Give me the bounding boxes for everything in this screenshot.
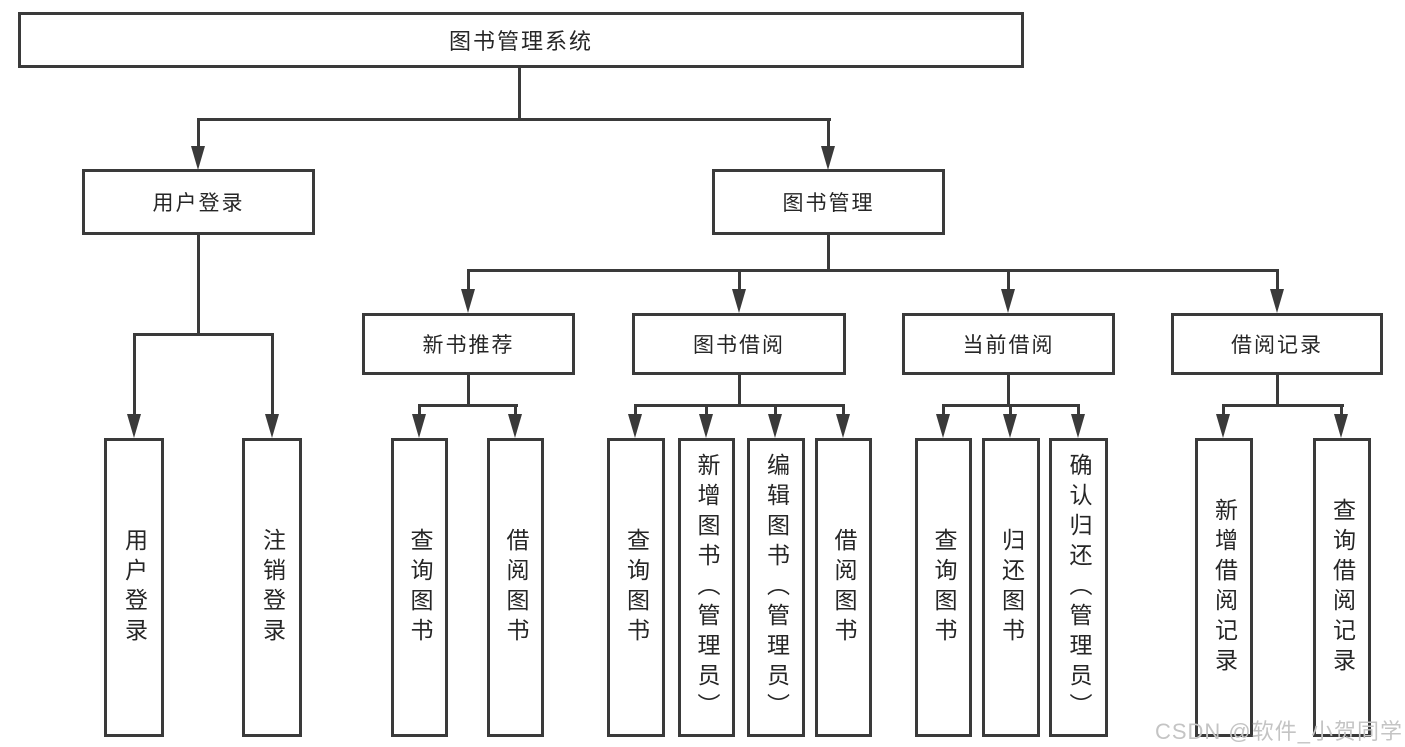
arrow-down-icon	[1071, 414, 1085, 438]
leaf-label: 借阅图书	[831, 527, 857, 648]
connector-line	[467, 269, 1279, 272]
leaf-label: 编辑图书（管理员）	[763, 452, 790, 723]
csdn-watermark: CSDN @软件_小贺同学	[1154, 719, 1403, 744]
connector-line	[738, 375, 741, 407]
node-book-management: 图书管理	[712, 169, 945, 235]
connector-line	[133, 333, 136, 417]
connector-line	[942, 404, 945, 416]
connector-line	[418, 404, 421, 416]
node-borrowing-records: 借阅记录	[1171, 313, 1383, 375]
leaf-return-books: 归还图书	[982, 438, 1040, 737]
connector-line	[467, 269, 470, 291]
leaf-query-books-borrow: 查询图书	[607, 438, 665, 737]
connector-line	[514, 404, 517, 416]
leaf-label: 用户登录	[121, 527, 148, 648]
node-book-borrowing: 图书借阅	[632, 313, 846, 375]
connector-line	[827, 118, 830, 148]
connector-line	[1222, 404, 1344, 407]
arrow-down-icon	[1216, 414, 1230, 438]
connector-line	[467, 375, 470, 407]
connector-line	[197, 235, 200, 336]
connector-line	[774, 404, 777, 416]
connector-line	[634, 404, 845, 407]
leaf-edit-books-admin: 编辑图书（管理员）	[747, 438, 805, 737]
leaf-query-books-current: 查询图书	[915, 438, 972, 737]
leaf-label: 确认归还（管理员）	[1066, 452, 1092, 723]
leaf-label: 查询借阅记录	[1329, 497, 1356, 678]
connector-line	[827, 235, 830, 272]
connector-line	[197, 118, 831, 121]
arrow-down-icon	[768, 414, 782, 438]
leaf-confirm-return-admin: 确认归还（管理员）	[1049, 438, 1108, 737]
leaf-label: 查询图书	[407, 527, 433, 648]
connector-line	[738, 269, 741, 291]
leaf-borrow-books: 借阅图书	[815, 438, 872, 737]
node-label: 新书推荐	[422, 334, 515, 357]
arrow-down-icon	[265, 414, 279, 438]
node-label: 图书借阅	[693, 334, 785, 357]
connector-line	[1276, 269, 1279, 291]
leaf-query-borrow-record: 查询借阅记录	[1313, 438, 1371, 737]
arrow-down-icon	[461, 289, 475, 313]
leaf-label: 借阅图书	[503, 527, 529, 648]
connector-line	[705, 404, 708, 416]
arrow-down-icon	[628, 414, 642, 438]
node-label: 用户登录	[152, 192, 245, 215]
connector-line	[271, 333, 274, 417]
arrow-down-icon	[732, 289, 746, 313]
arrow-down-icon	[1001, 289, 1015, 313]
arrow-down-icon	[1270, 289, 1284, 313]
leaf-add-borrow-record: 新增借阅记录	[1195, 438, 1253, 737]
leaf-label: 查询图书	[931, 527, 957, 648]
connector-line	[1009, 404, 1012, 416]
connector-line	[418, 404, 518, 407]
leaf-label: 查询图书	[623, 527, 650, 648]
leaf-label: 注销登录	[259, 527, 286, 648]
node-library-management-system: 图书管理系统	[18, 12, 1024, 68]
node-label: 当前借阅	[962, 334, 1055, 357]
leaf-label: 归还图书	[998, 527, 1025, 648]
node-label: 借阅记录	[1231, 334, 1323, 357]
leaf-user-login: 用户登录	[104, 438, 164, 737]
arrow-down-icon	[191, 146, 205, 170]
arrow-down-icon	[508, 414, 522, 438]
arrow-down-icon	[936, 414, 950, 438]
connector-line	[1007, 375, 1010, 407]
connector-line	[1077, 404, 1080, 416]
connector-line	[1222, 404, 1225, 416]
node-label: 图书管理	[782, 192, 875, 215]
leaf-add-books-admin: 新增图书（管理员）	[678, 438, 735, 737]
leaf-label: 新增借阅记录	[1211, 497, 1238, 678]
arrow-down-icon	[836, 414, 850, 438]
node-new-book-recommend: 新书推荐	[362, 313, 575, 375]
leaf-borrow-books-recommend: 借阅图书	[487, 438, 544, 737]
arrow-down-icon	[1334, 414, 1348, 438]
connector-line	[842, 404, 845, 416]
leaf-logout: 注销登录	[242, 438, 302, 737]
node-user-login: 用户登录	[82, 169, 315, 235]
leaf-label: 新增图书（管理员）	[694, 452, 720, 723]
leaf-query-books-recommend: 查询图书	[391, 438, 448, 737]
node-current-borrowing: 当前借阅	[902, 313, 1115, 375]
connector-line	[518, 68, 521, 120]
arrow-down-icon	[1003, 414, 1017, 438]
arrow-down-icon	[821, 146, 835, 170]
connector-line	[1276, 375, 1279, 407]
connector-line	[197, 118, 200, 148]
connector-line	[1340, 404, 1343, 416]
arrow-down-icon	[699, 414, 713, 438]
connector-line	[1007, 269, 1010, 291]
node-label: 图书管理系统	[448, 29, 593, 54]
arrow-down-icon	[412, 414, 426, 438]
connector-line	[634, 404, 637, 416]
connector-line	[133, 333, 274, 336]
arrow-down-icon	[127, 414, 141, 438]
